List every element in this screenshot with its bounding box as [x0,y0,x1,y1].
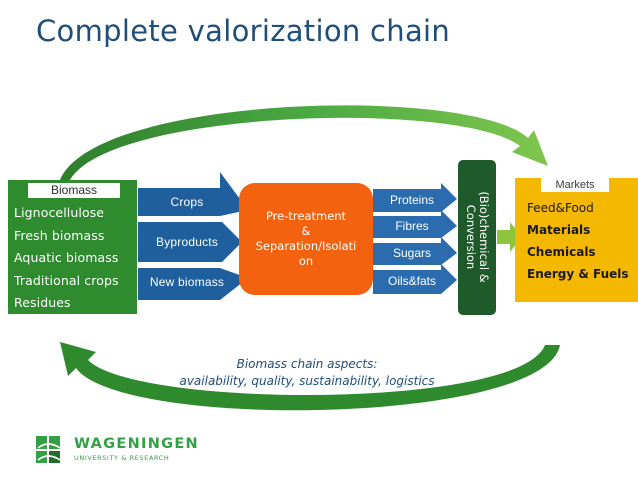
input-label: New biomass [149,275,225,289]
wageningen-logo-icon [36,436,61,463]
chain-aspects-heading: Biomass chain aspects: [236,357,378,371]
output-arrow-oils [373,264,457,294]
biomass-item: Aquatic biomass [14,250,119,265]
conversion-bar: (Bio)chemical & Conversion [458,160,496,315]
output-label: Proteins [389,193,435,207]
output-label: Sugars [392,246,432,260]
output-arrow-sugars [373,237,457,265]
biomass-item: Traditional crops [14,272,119,288]
market-item: Chemicals [527,245,596,259]
pretreatment-box: Pre-treatment & Separation/Isolati on [239,183,373,295]
output-arrow-fibres [373,210,457,238]
markets-list: Feed&Food Materials Chemicals Energy & F… [527,197,629,285]
market-item: Feed&Food [527,201,594,215]
page-title: Complete valorization chain [36,14,451,48]
wageningen-logo[interactable]: WAGENINGEN UNIVERSITY & RESEARCH [34,434,198,466]
markets-box: Markets Feed&Food Materials Chemicals En… [515,178,638,302]
biomass-item: Fresh biomass [14,227,105,243]
input-label: Crops [170,195,204,209]
pretreatment-label: Pre-treatment & Separation/Isolati on [255,209,357,268]
output-arrow-proteins [373,183,457,212]
input-arrow-new-biomass [138,268,248,300]
biomass-item: Lignocellulose [14,205,105,220]
output-label: Oils&fats [387,274,436,288]
market-item: Energy & Fuels [527,267,629,281]
logo-subtitle: UNIVERSITY & RESEARCH [74,454,170,462]
biomass-box: Biomass Lignocellulose Fresh biomass Aqu… [8,180,137,314]
biomass-list: Lignocellulose Fresh biomass Aquatic bio… [14,202,119,315]
top-cycle-arrow [60,105,548,180]
input-label: Byproducts [155,235,219,249]
biomass-item: Residues [14,295,71,310]
chain-aspects-note: Biomass chain aspects: availability, qua… [155,356,459,390]
output-label: Fibres [395,219,429,233]
chain-aspects-list: availability, quality, sustainability, l… [179,374,435,388]
market-item: Materials [527,223,591,237]
bottom-cycle-arrow [60,342,560,411]
input-arrow-byproducts [138,222,242,262]
biomass-tag: Biomass [28,183,120,198]
conversion-label: (Bio)chemical & Conversion [464,191,491,283]
markets-tag: Markets [541,178,609,192]
logo-wordmark: WAGENINGEN [74,436,199,452]
input-arrow-crops [138,172,248,216]
